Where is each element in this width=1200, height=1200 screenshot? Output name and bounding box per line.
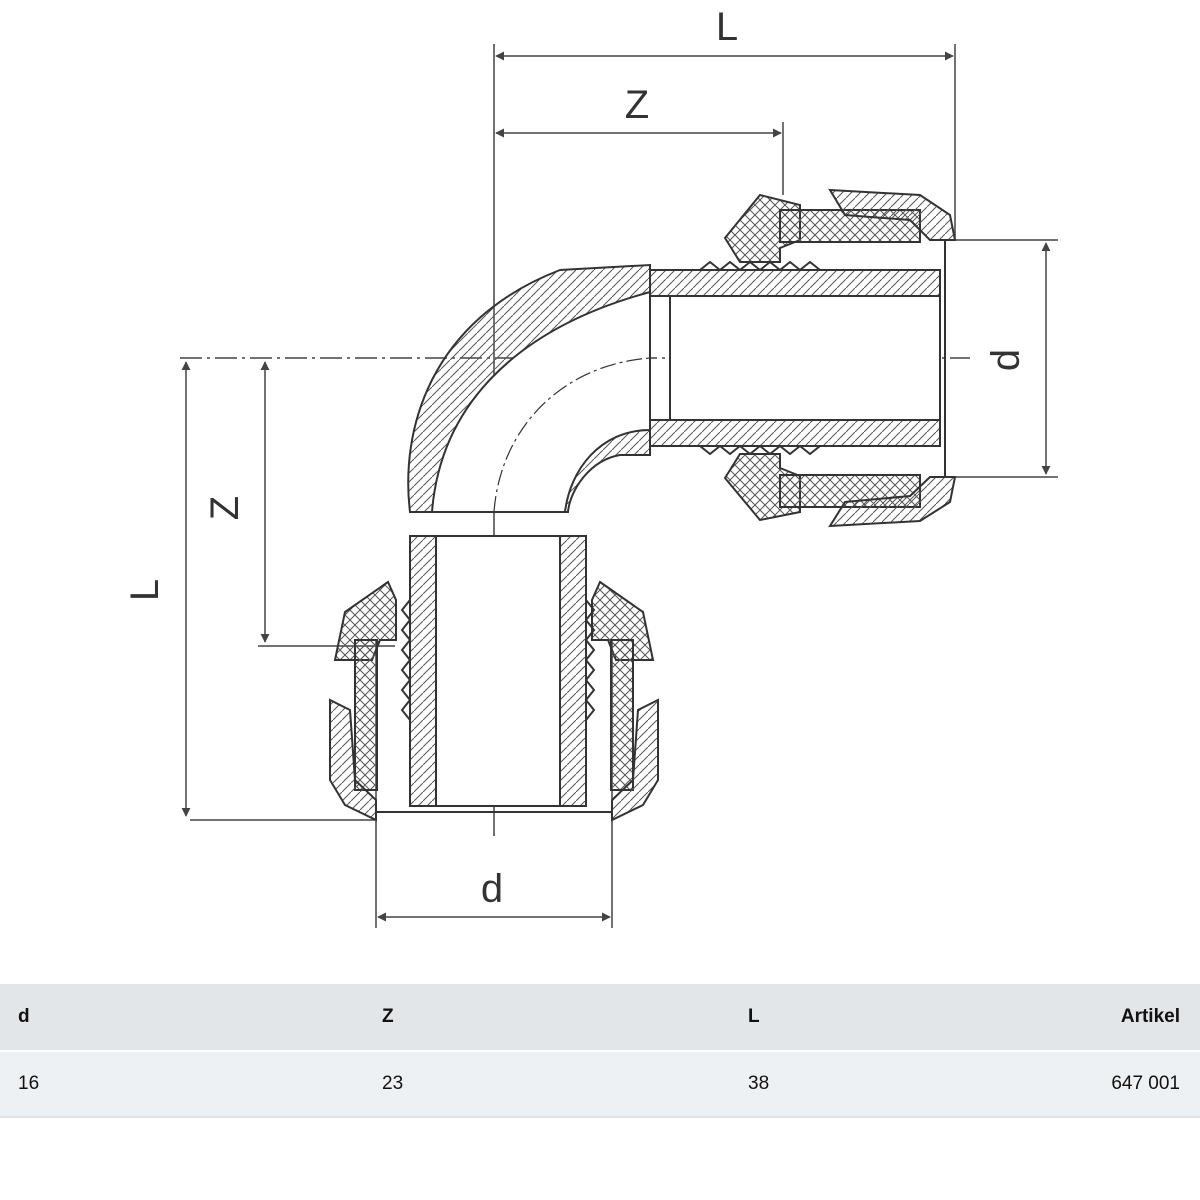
cell-z: 23 <box>382 1073 404 1094</box>
dim-label-left-L: L <box>123 579 167 601</box>
table-row: 16 23 38 647 001 <box>0 1050 1200 1118</box>
dim-label-top-Z: Z <box>625 83 649 127</box>
dimension-labels: L Z d L Z d <box>123 5 1028 911</box>
dim-label-right-d: d <box>984 349 1028 371</box>
header-l: L <box>748 1006 760 1027</box>
right-outlet <box>649 188 957 528</box>
bottom-outlet <box>329 535 659 822</box>
dimension-table: d Z L Artikel 16 23 38 647 001 <box>0 984 1200 1118</box>
dim-label-bottom-d: d <box>481 867 503 911</box>
cell-d: 16 <box>18 1073 40 1094</box>
header-d: d <box>18 1006 30 1027</box>
elbow-fitting-drawing: L Z d L Z d <box>123 5 1058 928</box>
dim-label-top-L: L <box>716 5 738 49</box>
table-header-row: d Z L Artikel <box>0 984 1200 1050</box>
cell-artikel: 647 001 <box>1111 1073 1180 1094</box>
header-z: Z <box>382 1006 394 1027</box>
dim-label-left-Z: Z <box>203 496 247 520</box>
header-artikel: Artikel <box>1120 1006 1180 1027</box>
cell-l: 38 <box>748 1073 770 1094</box>
elbow-body <box>407 263 651 513</box>
